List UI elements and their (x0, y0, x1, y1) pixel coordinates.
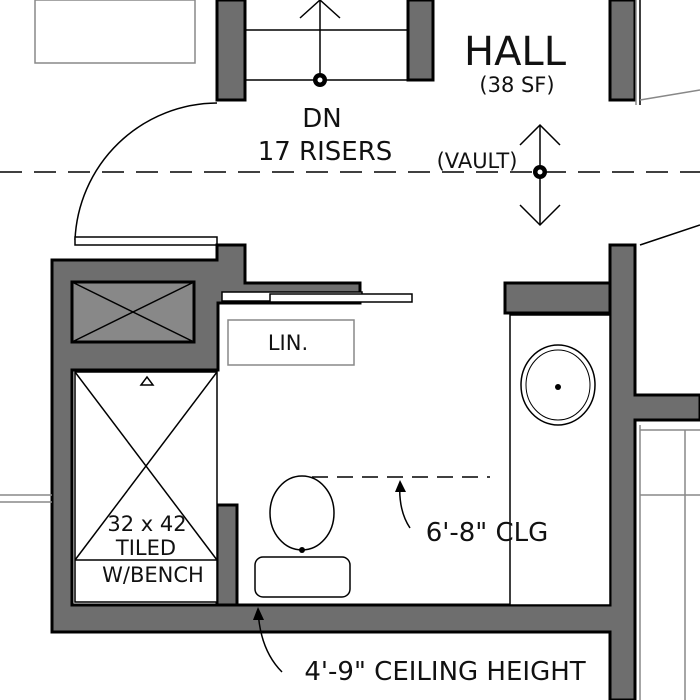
shower-bench-label: W/BENCH (102, 563, 204, 587)
ceiling-leader (253, 607, 283, 673)
left-edge-lines (0, 494, 52, 503)
door-swing-right (639, 224, 700, 246)
hall-label: HALL (464, 29, 567, 75)
stair-dn-label: DN (302, 104, 341, 134)
linen-label: LIN. (268, 331, 308, 355)
vault-label: (VAULT) (437, 149, 518, 173)
right-edge-lines (639, 425, 700, 700)
upper-right-jamb (635, 0, 700, 105)
ceiling-height-label: 4'-9" CEILING HEIGHT (304, 657, 585, 687)
chase-box (70, 280, 196, 344)
toilet (254, 475, 351, 598)
stair-direction-arrow (299, 0, 341, 87)
vanity (509, 314, 611, 606)
linen-shelf (227, 319, 355, 366)
shower (74, 371, 218, 603)
vault-arrow (519, 123, 561, 227)
upper-left-box (34, 0, 196, 64)
hall-area-label: (38 SF) (479, 73, 554, 97)
door-swing-left (74, 102, 218, 246)
stair-walls (215, 0, 637, 102)
stair-risers-label: 17 RISERS (258, 137, 393, 167)
soffit-leader (395, 480, 411, 529)
stair-treads (245, 29, 408, 81)
shower-tiled-label: TILED (115, 536, 176, 560)
shower-size-label: 32 x 42 (107, 512, 186, 536)
pocket-door (221, 291, 413, 303)
bath-ceiling-label: 6'-8" CLG (426, 518, 549, 548)
